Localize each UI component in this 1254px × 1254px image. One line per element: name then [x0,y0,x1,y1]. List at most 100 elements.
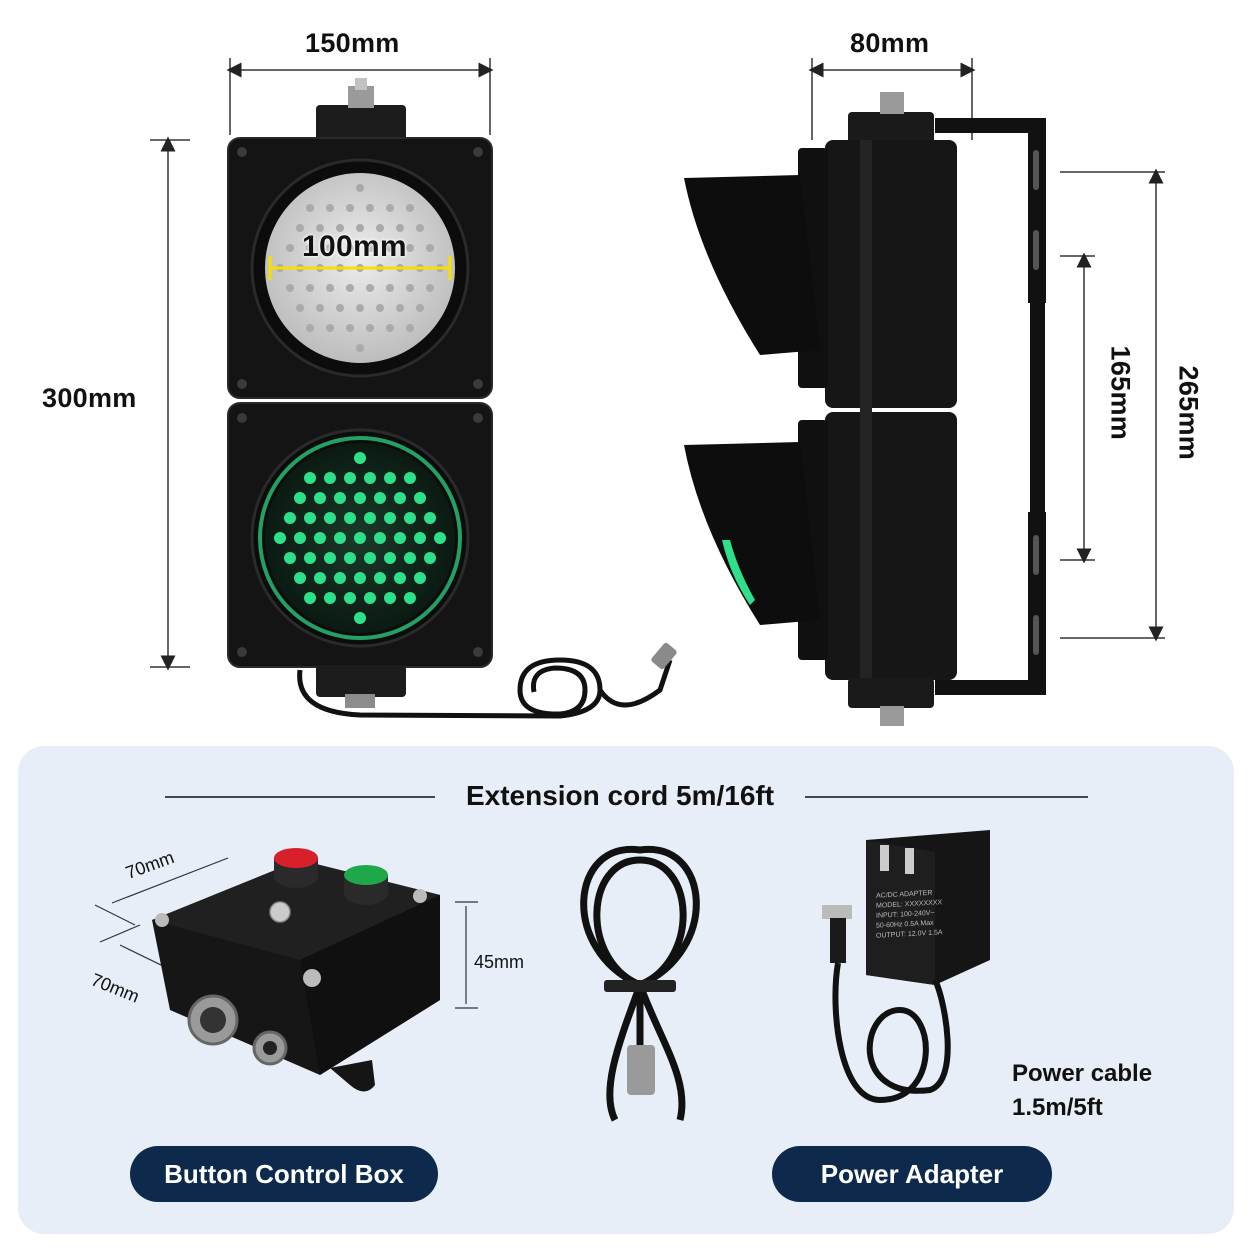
led-dot [344,552,356,564]
led-dot [334,532,346,544]
front-width-dimension [226,58,494,135]
led-dot [384,552,396,564]
front-width-label: 150mm [305,28,400,58]
led-dot [294,492,306,504]
led-dot [354,612,366,624]
led-dot [304,512,316,524]
led-dot [354,572,366,584]
led-dot [426,244,434,252]
led-dot [396,224,404,232]
led-dot [294,532,306,544]
led-dot [326,284,334,292]
led-dot [404,592,416,604]
led-dot [324,512,336,524]
led-dot [314,572,326,584]
button-control-box [94,848,478,1092]
led-dot [324,592,336,604]
led-dot [386,244,394,252]
led-dot [384,592,396,604]
lens-diameter-dimension [268,256,452,280]
led-dot [366,284,374,292]
power-cable-caption: Power cable 1.5m/5ft [1012,1060,1153,1121]
led-dot [366,204,374,212]
led-dot [344,512,356,524]
led-dot [406,324,414,332]
led-dot [314,492,326,504]
led-dot [356,184,364,192]
led-dot [326,244,334,252]
led-dot [344,472,356,484]
led-dot [374,492,386,504]
aviation-connector [627,1045,655,1095]
led-dot [414,572,426,584]
led-dot [364,472,376,484]
led-dot [326,204,334,212]
hole-spacing-dimension [1060,252,1095,564]
led-dot [386,324,394,332]
led-dot [284,512,296,524]
led-dot [304,592,316,604]
led-dot [306,284,314,292]
led-dot [354,492,366,504]
side-depth-label: 80mm [850,28,930,58]
extension-cord-coil [580,845,700,1122]
led-dot [344,592,356,604]
led-dot [384,512,396,524]
led-dot [394,532,406,544]
led-dot [404,512,416,524]
led-dot [356,224,364,232]
led-dot [406,204,414,212]
led-dot [386,284,394,292]
led-dot [316,224,324,232]
led-dot [376,304,384,312]
led-dot [284,552,296,564]
extension-cord-label: Extension cord 5m/16ft [465,780,775,811]
led-dot [416,224,424,232]
led-dot [386,204,394,212]
traffic-light-side [684,92,1046,726]
led-dot [346,284,354,292]
green-led-array [274,452,446,624]
led-dot [304,472,316,484]
adapter-spec-print: AC/DC ADAPTER MODEL: XXXXXXXX INPUT: 100… [876,889,943,940]
total-height-label: 300mm [42,383,137,413]
led-dot [394,492,406,504]
total-height-dimension [150,136,190,671]
led-dot [424,552,436,564]
led-dot [394,572,406,584]
led-dot [364,552,376,564]
led-dot [404,472,416,484]
led-dot [326,324,334,332]
led-dot [364,512,376,524]
led-dot [434,532,446,544]
led-dot [384,472,396,484]
led-dot [306,204,314,212]
led-dot [306,244,314,252]
led-dot [366,244,374,252]
led-dot [414,532,426,544]
led-dot [334,572,346,584]
led-dot [274,532,286,544]
led-dot [406,244,414,252]
power-adapter-label: Power Adapter [772,1146,1052,1202]
led-dot [424,512,436,524]
led-dot [366,324,374,332]
led-dot [396,304,404,312]
led-dot [296,304,304,312]
led-dot [356,304,364,312]
led-dot [404,552,416,564]
led-dot [346,324,354,332]
led-dot [286,244,294,252]
led-dot [336,224,344,232]
led-dot [286,284,294,292]
led-dot [346,204,354,212]
led-dot [406,284,414,292]
led-dot [334,492,346,504]
led-dot [416,304,424,312]
bracket-height-dimension [1060,168,1165,642]
led-dot [354,532,366,544]
lens-diameter-label: 100mm [302,230,407,263]
button-control-box-label: Button Control Box [130,1146,438,1202]
